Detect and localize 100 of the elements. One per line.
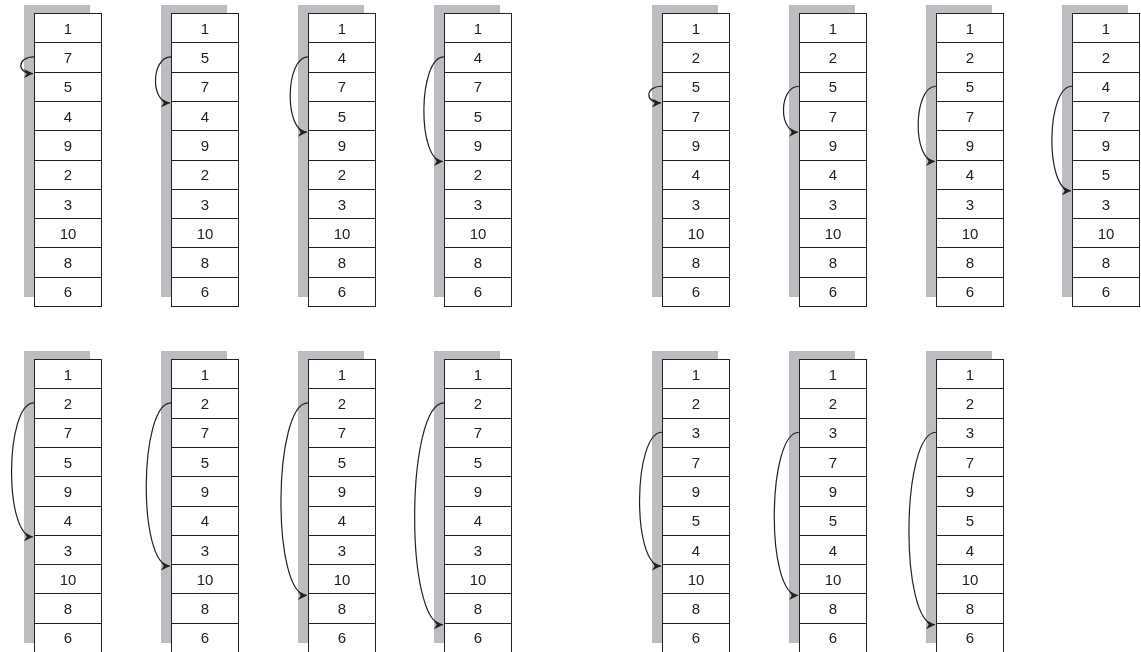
array-cell: 8	[308, 593, 376, 624]
array-cell: 10	[171, 218, 239, 249]
array-cell: 10	[34, 564, 102, 595]
arrow	[289, 56, 309, 135]
arrow	[917, 85, 937, 164]
array-cell: 9	[1072, 130, 1140, 161]
array-cell: 6	[444, 276, 512, 308]
array-cell: 4	[444, 42, 512, 73]
array-cell: 8	[444, 247, 512, 278]
array-cell: 1	[662, 13, 730, 44]
array-cell: 1	[444, 359, 512, 390]
arrow	[782, 85, 800, 135]
array-cell: 1	[444, 13, 512, 44]
array-cell: 2	[308, 388, 376, 419]
array-cell: 8	[799, 593, 867, 624]
arrow	[20, 56, 35, 78]
array-cell: 10	[444, 564, 512, 595]
array-cell: 1	[936, 359, 1004, 390]
array-cell: 2	[662, 388, 730, 419]
array-cell: 6	[34, 622, 102, 652]
array-cell: 10	[171, 564, 239, 595]
array-cell: 2	[799, 42, 867, 73]
array-cell: 1	[1072, 13, 1140, 44]
array-cell: 6	[799, 276, 867, 308]
array-cell: 9	[308, 130, 376, 161]
array-cell: 8	[171, 593, 239, 624]
array-cell: 10	[1072, 218, 1140, 249]
array-cell: 1	[171, 359, 239, 390]
array-cell: 10	[34, 218, 102, 249]
array-cell: 9	[34, 130, 102, 161]
array-cell: 10	[662, 218, 730, 249]
array-cell: 2	[799, 388, 867, 419]
array-cell: 9	[444, 130, 512, 161]
array-cell: 8	[936, 593, 1004, 624]
array-cell: 1	[34, 13, 102, 44]
array-cell: 9	[936, 476, 1004, 507]
array-cell: 6	[34, 276, 102, 308]
array-cell: 7	[34, 42, 102, 73]
array-cell: 6	[662, 622, 730, 652]
array-cell: 8	[444, 593, 512, 624]
arrow	[423, 56, 445, 163]
array-cell: 8	[662, 593, 730, 624]
array-cell: 9	[171, 476, 239, 507]
array-cell: 6	[444, 622, 512, 652]
array-cell: 8	[936, 247, 1004, 278]
array-cell: 4	[308, 42, 376, 73]
array-cell: 6	[308, 622, 376, 652]
array-cell: 8	[799, 247, 867, 278]
array-cell: 9	[662, 476, 730, 507]
array-cell: 9	[662, 130, 730, 161]
array-cell: 6	[936, 276, 1004, 308]
array-cell: 6	[936, 622, 1004, 652]
array-cell: 6	[308, 276, 376, 308]
array-cell: 1	[662, 359, 730, 390]
array-cell: 1	[936, 13, 1004, 44]
array-cell: 9	[444, 476, 512, 507]
array-cell: 2	[34, 388, 102, 419]
array-cell: 9	[171, 130, 239, 161]
arrow	[908, 431, 937, 626]
array-cell: 6	[171, 622, 239, 652]
array-cell: 1	[799, 359, 867, 390]
array-cell: 1	[799, 13, 867, 44]
array-cell: 8	[1072, 247, 1140, 278]
arrow	[648, 85, 663, 107]
array-cell: 9	[936, 130, 1004, 161]
array-cell: 8	[308, 247, 376, 278]
array-cell: 6	[799, 622, 867, 652]
arrow	[154, 56, 172, 106]
array-cell: 8	[171, 247, 239, 278]
array-cell: 10	[308, 564, 376, 595]
array-cell: 9	[308, 476, 376, 507]
array-cell: 2	[171, 388, 239, 419]
array-cell: 1	[34, 359, 102, 390]
array-cell: 10	[936, 218, 1004, 249]
array-cell: 9	[34, 476, 102, 507]
array-cell: 9	[799, 130, 867, 161]
array-cell: 6	[1072, 276, 1140, 308]
array-cell: 10	[444, 218, 512, 249]
array-cell: 10	[308, 218, 376, 249]
array-cell: 2	[444, 388, 512, 419]
array-cell: 1	[171, 13, 239, 44]
array-cell: 6	[662, 276, 730, 308]
arrow	[1051, 85, 1073, 193]
arrow	[414, 402, 445, 626]
array-cell: 2	[936, 42, 1004, 73]
array-cell: 1	[308, 13, 376, 44]
array-cell: 2	[662, 42, 730, 73]
array-cell: 1	[308, 359, 376, 390]
array-cell: 10	[936, 564, 1004, 595]
array-cell: 8	[34, 593, 102, 624]
array-cell: 10	[799, 218, 867, 249]
array-cell: 2	[936, 388, 1004, 419]
array-cell: 10	[662, 564, 730, 595]
array-cell: 6	[171, 276, 239, 308]
array-cell: 9	[799, 476, 867, 507]
array-cell: 8	[34, 247, 102, 278]
array-cell: 10	[799, 564, 867, 595]
array-cell: 8	[662, 247, 730, 278]
array-cell: 5	[171, 42, 239, 73]
arrow	[11, 402, 35, 538]
